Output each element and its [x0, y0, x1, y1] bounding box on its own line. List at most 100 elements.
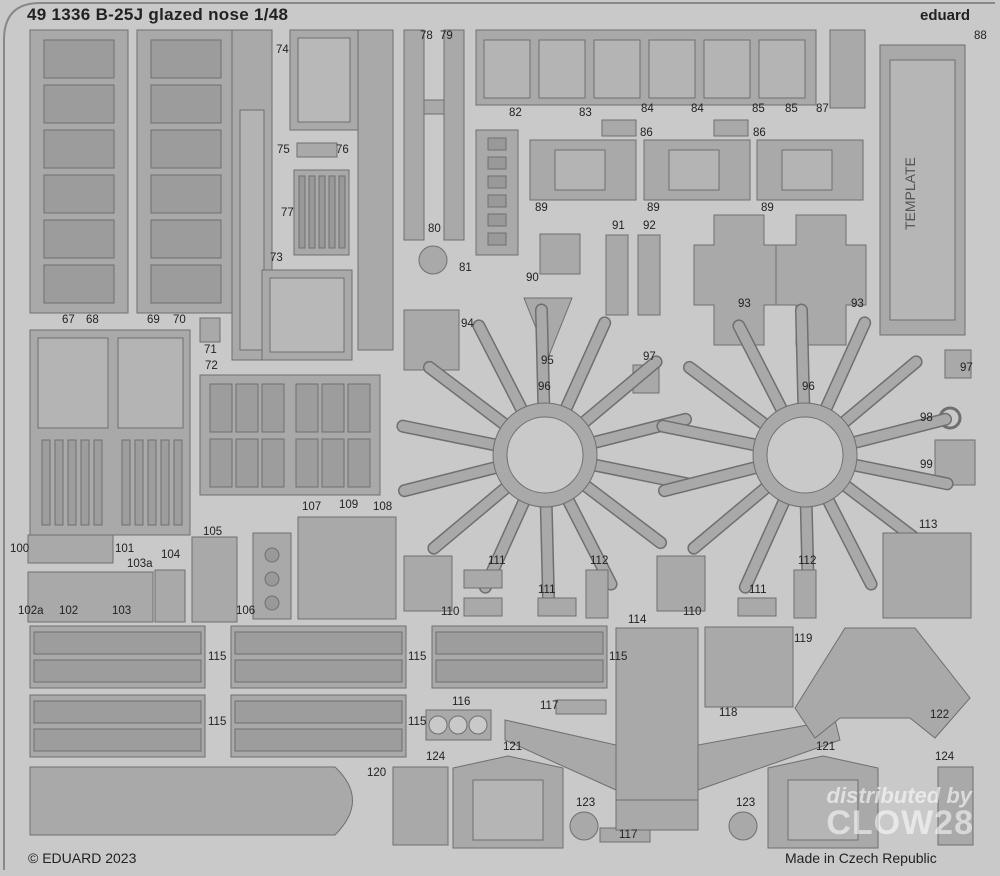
part-label: 89: [535, 202, 548, 214]
part-label: 71: [204, 344, 217, 356]
hole: [487, 232, 507, 246]
window: [209, 383, 233, 433]
hole: [487, 194, 507, 208]
part-89-inner: [554, 149, 606, 191]
part-label: 75: [277, 144, 290, 156]
window: [321, 438, 345, 488]
track: [435, 659, 604, 683]
part-label: 88: [974, 30, 987, 42]
part-110: [656, 555, 706, 612]
panel-window: [43, 129, 115, 169]
slot: [298, 175, 306, 249]
part-124: [392, 766, 449, 846]
part-label: 84: [691, 103, 704, 115]
sheet-title: 49 1336 B-25J glazed nose 1/48: [27, 5, 289, 24]
track: [435, 631, 604, 655]
hole: [487, 156, 507, 170]
part-label: 77: [281, 207, 294, 219]
part-label: 96: [802, 381, 815, 393]
track: [234, 631, 403, 655]
part-label: 87: [816, 103, 829, 115]
track: [33, 728, 202, 752]
window: [347, 383, 371, 433]
part-label: 110: [441, 606, 460, 618]
part-label: 115: [208, 651, 227, 663]
part-label: 80: [428, 223, 441, 235]
part-label: 107: [302, 501, 322, 513]
hole: [487, 137, 507, 151]
part-122: [794, 627, 971, 739]
part-label: 124: [935, 751, 955, 763]
part-label: 103a: [127, 558, 153, 570]
window: [347, 438, 371, 488]
part-label: 103: [112, 605, 132, 617]
part-label: 121: [816, 741, 836, 753]
window: [295, 383, 319, 433]
part-120: [29, 766, 353, 836]
part-label: 94: [461, 318, 474, 330]
window: [295, 438, 319, 488]
part-label: 99: [920, 459, 933, 471]
part-label: 119: [794, 633, 813, 645]
hole: [264, 595, 280, 611]
part-label: 115: [408, 651, 427, 663]
part-93: [775, 214, 867, 346]
part-114: [615, 627, 699, 814]
part-89-inner: [781, 149, 833, 191]
part-label: 102a: [18, 605, 44, 617]
hole: [487, 213, 507, 227]
part-89-inner: [668, 149, 720, 191]
panel-cell: [758, 39, 806, 99]
part-label: 90: [526, 272, 539, 284]
part-label: 123: [736, 797, 756, 809]
part-105: [191, 536, 238, 623]
copyright-text: © EDUARD 2023: [28, 850, 137, 866]
window: [235, 438, 259, 488]
strip-part: [357, 29, 394, 351]
window: [209, 438, 233, 488]
window: [261, 383, 285, 433]
part-123: [728, 811, 758, 841]
part-113: [882, 532, 972, 619]
part-wing: [504, 719, 841, 831]
panel-window: [150, 264, 222, 304]
panel-window: [150, 174, 222, 214]
panel-window: [150, 219, 222, 259]
part-92: [637, 234, 661, 316]
panel-cell: [703, 39, 751, 99]
part-label: 78: [420, 30, 433, 42]
part-93: [693, 214, 785, 346]
part-label: 97: [960, 362, 973, 374]
part-label: 117: [540, 700, 559, 712]
part-label: 84: [641, 103, 654, 115]
part-label: 120: [367, 767, 387, 779]
part-86: [601, 119, 637, 137]
part-112: [793, 569, 817, 619]
part-label: 123: [576, 797, 596, 809]
panel-74-inner: [297, 37, 351, 123]
part-112: [585, 569, 609, 619]
track: [33, 700, 202, 724]
part-label: 93: [851, 298, 864, 310]
part-124: [937, 766, 974, 846]
track: [33, 631, 202, 655]
window: [321, 383, 345, 433]
engine-center: [506, 416, 584, 494]
part-97: [944, 349, 972, 379]
slot: [308, 175, 316, 249]
part-90: [539, 233, 581, 275]
hole: [487, 175, 507, 189]
part-label: 95: [541, 355, 554, 367]
part-label: 97: [643, 351, 656, 363]
panel-window: [150, 84, 222, 124]
part-label: 93: [738, 298, 751, 310]
part-label: 86: [640, 127, 653, 139]
part-label: 98: [920, 412, 933, 424]
part-94: [403, 309, 460, 371]
origin-text: Made in Czech Republic: [785, 850, 937, 866]
part-86: [713, 119, 749, 137]
grid: [37, 337, 109, 429]
part-label: 91: [612, 220, 625, 232]
part-label: 76: [336, 144, 349, 156]
slot: [338, 175, 346, 249]
